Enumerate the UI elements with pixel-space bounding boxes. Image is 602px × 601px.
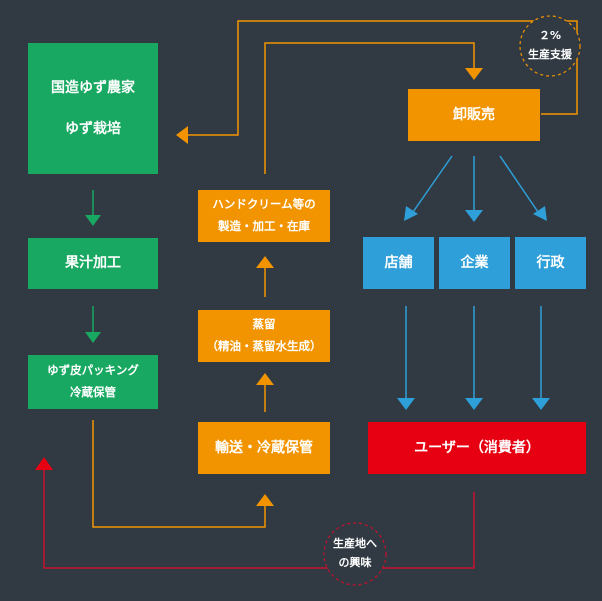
- store-label: 店舗: [384, 254, 413, 271]
- arrow-store-to-user: [397, 306, 415, 410]
- arrow-government-to-user: [532, 306, 550, 410]
- arrow-handcream-to-wholesale: [264, 42, 483, 174]
- handcream-line2: 製造・加工・在庫: [218, 219, 310, 233]
- support-badge: ２% 生産支援: [520, 27, 580, 64]
- farmer-node: 国造ゆず農家 ゆず栽培: [28, 43, 158, 174]
- support-badge-circle: [519, 15, 581, 77]
- store-node: 店舗: [363, 237, 434, 289]
- transport-node: 輸送・冷蔵保管: [198, 422, 330, 474]
- juice-node: 果汁加工: [28, 238, 158, 289]
- interest-badge-line1: 生産地へ: [333, 537, 377, 550]
- peel-line1: ゆず皮パッキング: [47, 363, 139, 378]
- arrow-transport-to-distill: [256, 373, 274, 412]
- peel-node: ゆず皮パッキング 冷蔵保管: [28, 355, 158, 409]
- farmer-line2: ゆず栽培: [65, 120, 121, 137]
- handcream-node: ハンドクリーム等の 製造・加工・在庫: [198, 190, 330, 242]
- distill-line2: （精油・蒸留水生成）: [206, 339, 322, 353]
- arrow-wholesale-to-farmer: [176, 20, 578, 144]
- government-label: 行政: [536, 254, 565, 271]
- farmer-line1: 国造ゆず農家: [51, 80, 135, 97]
- interest-badge: 生産地へ の興味: [324, 535, 386, 572]
- arrow-user-to-origin: [35, 457, 475, 569]
- support-badge-line1: ２%: [538, 29, 562, 42]
- arrow-distill-to-handcream: [256, 256, 274, 297]
- arrow-juice-to-peel: [85, 306, 101, 343]
- peel-line2: 冷蔵保管: [70, 385, 116, 399]
- company-node: 企業: [439, 237, 510, 289]
- support-badge-line2: 生産支援: [528, 47, 572, 61]
- arrow-wholesale-to-store: [404, 155, 453, 221]
- arrow-farmer-to-juice: [85, 190, 101, 226]
- distill-line1: 蒸留: [252, 317, 276, 332]
- wholesale-label: 卸販売: [453, 106, 495, 123]
- user-label: ユーザー（消費者）: [414, 439, 540, 456]
- arrow-peel-to-transport: [92, 420, 274, 528]
- juice-label: 果汁加工: [65, 255, 121, 272]
- wholesale-node: 卸販売: [408, 89, 540, 141]
- arrow-wholesale-to-government: [499, 155, 547, 221]
- distill-node: 蒸留 （精油・蒸留水生成）: [198, 310, 330, 362]
- company-label: 企業: [460, 254, 489, 271]
- arrow-company-to-user: [465, 306, 483, 410]
- arrow-wholesale-to-company: [465, 156, 483, 222]
- user-node: ユーザー（消費者）: [368, 422, 586, 474]
- government-node: 行政: [515, 237, 586, 289]
- interest-badge-line2: の興味: [338, 555, 372, 569]
- interest-badge-circle: [323, 522, 387, 586]
- handcream-line1: ハンドクリーム等の: [212, 197, 316, 212]
- transport-label: 輸送・冷蔵保管: [215, 439, 313, 456]
